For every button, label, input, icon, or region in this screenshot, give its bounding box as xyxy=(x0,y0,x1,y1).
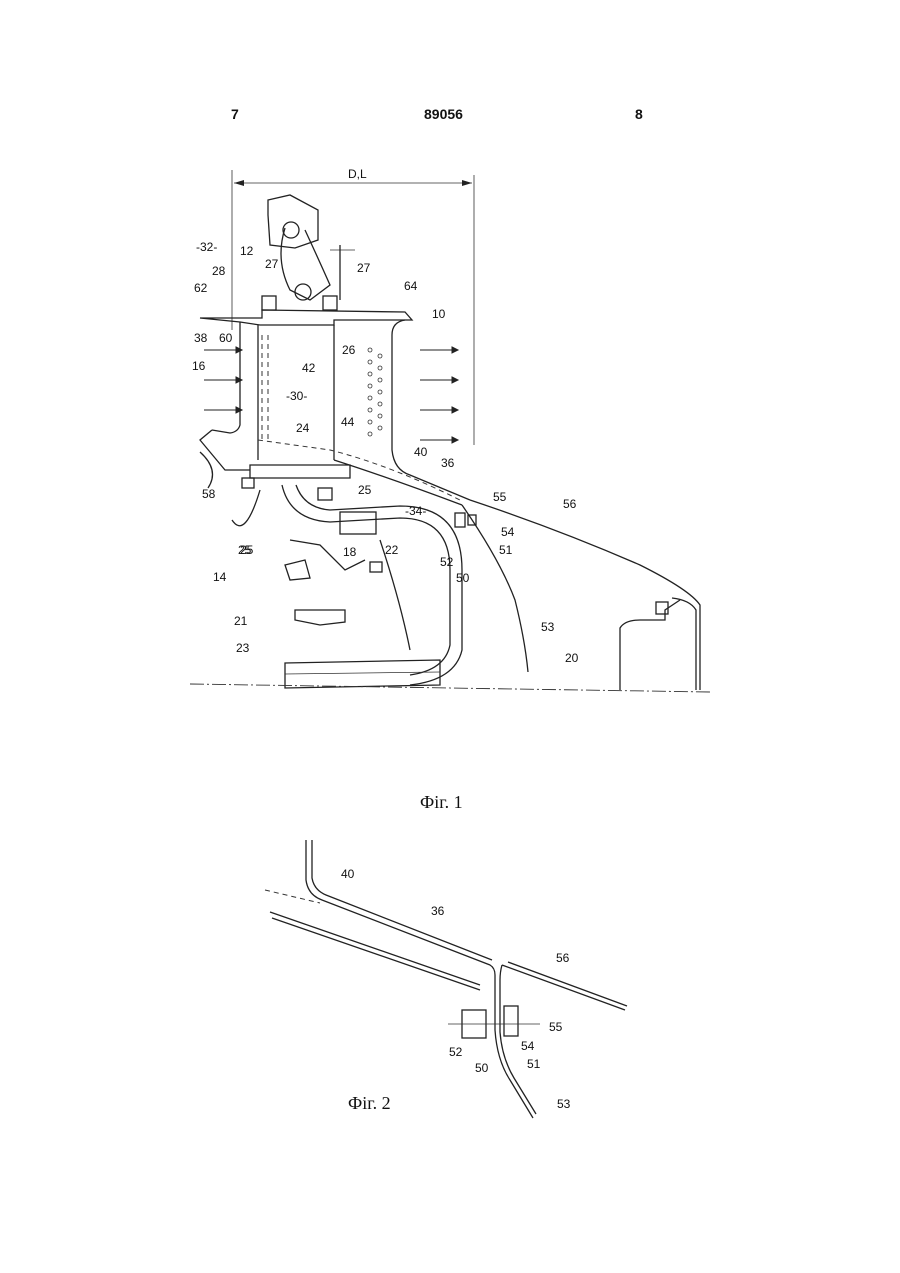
fig2-label-54: 54 xyxy=(521,1039,535,1053)
label-34: -34- xyxy=(405,504,426,518)
figure-2-caption: Фіг. 2 xyxy=(348,1093,391,1114)
label-21: 21 xyxy=(234,614,248,628)
fig2-label-36: 36 xyxy=(431,904,445,918)
label-23: 23 xyxy=(236,641,250,655)
label-51: 51 xyxy=(499,543,513,557)
dimension-label: D,L xyxy=(348,167,367,181)
label-24: 24 xyxy=(296,421,310,435)
label-42: 42 xyxy=(302,361,316,375)
label-28: 28 xyxy=(212,264,226,278)
label-64: 64 xyxy=(404,279,418,293)
flow-arrows xyxy=(204,347,458,443)
label-18: 18 xyxy=(343,545,357,559)
label-26: 26 xyxy=(342,343,356,357)
label-30: -30- xyxy=(286,389,307,403)
label-20: 20 xyxy=(565,651,579,665)
label-40: 40 xyxy=(414,445,428,459)
label-52: 52 xyxy=(440,555,454,569)
label-16: 16 xyxy=(192,359,206,373)
label-56: 56 xyxy=(563,497,577,511)
support-link xyxy=(268,195,355,300)
label-27a: 27 xyxy=(265,257,279,271)
label-25b: 25 xyxy=(358,483,372,497)
label-27b: 27 xyxy=(357,261,371,275)
label-10: 10 xyxy=(432,307,446,321)
fig2-label-53: 53 xyxy=(557,1097,571,1111)
label-44: 44 xyxy=(341,415,355,429)
fig2-label-55: 55 xyxy=(549,1020,563,1034)
label-58: 58 xyxy=(202,487,216,501)
label-22: 22 xyxy=(385,543,399,557)
figure-2-drawing: 40 36 56 55 52 54 50 51 53 xyxy=(265,840,627,1118)
label-36: 36 xyxy=(441,456,455,470)
label-25c: 25 xyxy=(240,543,254,557)
label-12: 12 xyxy=(240,244,254,258)
label-54: 54 xyxy=(501,525,515,539)
label-55: 55 xyxy=(493,490,507,504)
label-50: 50 xyxy=(456,571,470,585)
figure-1-labels: D,L -32- 12 28 27 27 64 62 60 38 10 26 1… xyxy=(192,167,579,665)
label-60: 60 xyxy=(219,331,233,345)
label-14: 14 xyxy=(213,570,227,584)
fig2-label-52: 52 xyxy=(449,1045,463,1059)
label-53: 53 xyxy=(541,620,555,634)
combustor-body xyxy=(190,296,710,692)
label-32: -32- xyxy=(196,240,217,254)
figure-1-caption: Фіг. 1 xyxy=(420,792,463,813)
label-38: 38 xyxy=(194,331,208,345)
fig2-label-51: 51 xyxy=(527,1057,541,1071)
fig2-label-50: 50 xyxy=(475,1061,489,1075)
label-62: 62 xyxy=(194,281,208,295)
fig2-label-40: 40 xyxy=(341,867,355,881)
fig2-label-56: 56 xyxy=(556,951,570,965)
